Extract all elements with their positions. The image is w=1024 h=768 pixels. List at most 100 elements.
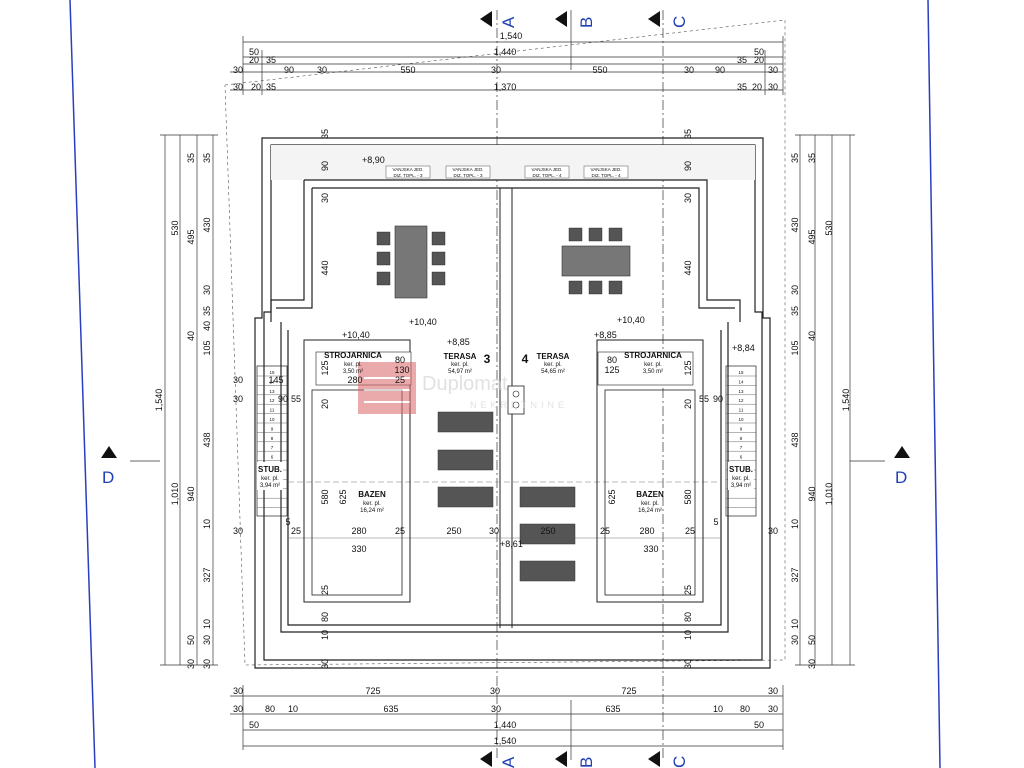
dim-top-90a: 90 xyxy=(284,65,294,75)
dim-top-30e: 30 xyxy=(768,65,778,75)
dim-top-1440: 1,440 xyxy=(494,47,517,57)
section-label-c-bottom: C xyxy=(670,756,689,768)
stair-step-number: 12 xyxy=(269,398,275,403)
dim-row-30c: 30 xyxy=(768,526,778,536)
dim-inner-625b: 625 xyxy=(607,489,617,504)
center-vent-box xyxy=(507,385,525,415)
watermark-logo: Duplomat NEKRETNINE xyxy=(358,362,564,414)
dim-left-30c: 30 xyxy=(202,635,212,645)
terasa-right-name: TERASA xyxy=(537,352,570,361)
elevation-5: +10,40 xyxy=(617,315,645,325)
dim-left-495: 495 xyxy=(186,229,196,244)
inner-dimensions: 35 90 30 440 35 90 30 440 125 20 580 625… xyxy=(233,129,778,669)
dim-left-327: 327 xyxy=(202,567,212,582)
dim-row-250a: 250 xyxy=(446,526,461,536)
section-label-d-right: D xyxy=(895,468,907,487)
section-label-c-top: C xyxy=(670,16,689,28)
dim-top-total: 1,540 xyxy=(500,31,523,41)
wall-label-3-l1: VANJSKA JED. xyxy=(532,167,563,172)
dim-inner-130: 130 xyxy=(394,365,409,375)
dim-right-30c: 30 xyxy=(790,635,800,645)
stair-step-number: 15 xyxy=(738,370,744,375)
dim-left-40: 40 xyxy=(186,331,196,341)
dim-r3-20a: 20 xyxy=(251,82,261,92)
section-marker-b-bottom: B xyxy=(555,751,596,768)
dim-right-430: 430 xyxy=(790,217,800,232)
dim-r3-20b: 20 xyxy=(752,82,762,92)
dim-top-30b: 30 xyxy=(317,65,327,75)
stair-step-number: 10 xyxy=(269,417,275,422)
dim-left-40b: 40 xyxy=(202,321,212,331)
dining-table-right xyxy=(561,227,631,295)
dim-bot-50b: 50 xyxy=(754,720,764,730)
dim-left-30b: 30 xyxy=(186,659,196,669)
sun-loungers xyxy=(437,411,576,582)
top-dimension-texts: 1,540 50 1,440 50 20 35 35 20 30 90 30 5… xyxy=(233,31,778,92)
dim-bot-30b: 30 xyxy=(490,686,500,696)
section-marker-a-top: A xyxy=(480,11,518,28)
dim-left-430: 430 xyxy=(202,217,212,232)
dim-bot-635a: 635 xyxy=(383,704,398,714)
dim-top-50-right: 50 xyxy=(754,47,764,57)
room-label-terasa-left: TERASA ker. pl. 54,97 m² 3 xyxy=(444,352,491,375)
dim-inner-80a: 80 xyxy=(320,612,330,622)
dim-right-1010: 1,010 xyxy=(824,483,834,506)
dim-left-30a: 30 xyxy=(202,285,212,295)
elevation-8: +8,61 xyxy=(500,539,523,549)
dim-inner-580a: 580 xyxy=(320,489,330,504)
dim-right-40: 40 xyxy=(807,331,817,341)
dim-inner-30a: 30 xyxy=(320,193,330,203)
dim-r3-35b: 35 xyxy=(737,82,747,92)
dim-inner-55b: 55 xyxy=(699,394,709,404)
stairs-right xyxy=(725,365,757,517)
dim-bot-30d: 30 xyxy=(233,704,243,714)
dim-row-30a: 30 xyxy=(233,526,243,536)
stub-left-area: 3,94 m² xyxy=(260,483,280,489)
elevation-2: +10,40 xyxy=(409,317,437,327)
section-label-d-left: D xyxy=(102,468,114,487)
dim-inner-580b: 580 xyxy=(683,489,693,504)
bazen-right-sub: ker. pl. xyxy=(641,501,659,507)
stair-step-number: 9 xyxy=(740,426,743,431)
section-marker-c-bottom: C xyxy=(648,751,689,768)
room-label-strojarnica-right: STROJARNICA ker. pl. 3,50 m² xyxy=(624,351,682,375)
stair-step-number: 7 xyxy=(740,445,743,450)
stair-step-number: 11 xyxy=(270,408,275,413)
strojarnica-left-area: 3,50 m² xyxy=(343,369,363,375)
stair-step-number: 13 xyxy=(738,389,744,394)
dim-left-35b: 35 xyxy=(202,306,212,316)
dim-inner-80d: 80 xyxy=(607,355,617,365)
dim-top-90b: 90 xyxy=(715,65,725,75)
dim-inner-90a: 90 xyxy=(320,161,330,171)
section-label-b-bottom: B xyxy=(577,757,596,768)
room-label-bazen-left: BAZEN ker. pl. 16,24 m² xyxy=(358,490,386,514)
stub-left-name: STUB. xyxy=(258,465,282,474)
stair-step-number: 9 xyxy=(271,426,274,431)
section-marker-d-right: D xyxy=(894,446,910,487)
dim-inner-30d: 30 xyxy=(233,394,243,404)
strojarnica-left-name: STROJARNICA xyxy=(324,351,382,360)
bazen-left-name: BAZEN xyxy=(358,490,386,499)
dim-inner-25a: 25 xyxy=(320,585,330,595)
dim-inner-625a: 625 xyxy=(338,489,348,504)
strojarnica-right-area: 3,50 m² xyxy=(643,369,663,375)
elevation-3: +10,40 xyxy=(342,330,370,340)
section-marker-a-bottom: A xyxy=(480,751,518,768)
section-label-b-top: B xyxy=(577,17,596,28)
dim-top-20b: 20 xyxy=(754,55,764,65)
dim-left-total: 1,540 xyxy=(154,389,164,412)
dim-inner-90c: 90 xyxy=(278,394,288,404)
left-dimension-texts: 1,540 530 1,010 35 495 40 940 50 30 35 4… xyxy=(154,153,212,669)
room-label-stub-left: STUB. ker. pl. 3,94 m² xyxy=(257,462,283,490)
dim-r3-35a: 35 xyxy=(266,82,276,92)
dim-left-30d: 30 xyxy=(202,659,212,669)
dim-inner-80b: 80 xyxy=(683,612,693,622)
strojarnica-right-name: STROJARNICA xyxy=(624,351,682,360)
dim-row-25c: 25 xyxy=(600,526,610,536)
wall-label-1-l2: DIZ. TOPL. - 3 xyxy=(393,173,423,178)
wall-label-2-l2: DIZ. TOPL. - 3 xyxy=(453,173,483,178)
bottom-dimension-chains xyxy=(230,685,784,750)
dim-inner-55a: 55 xyxy=(291,394,301,404)
dim-bot-725b: 725 xyxy=(621,686,636,696)
top-dimension-chains xyxy=(230,36,784,95)
